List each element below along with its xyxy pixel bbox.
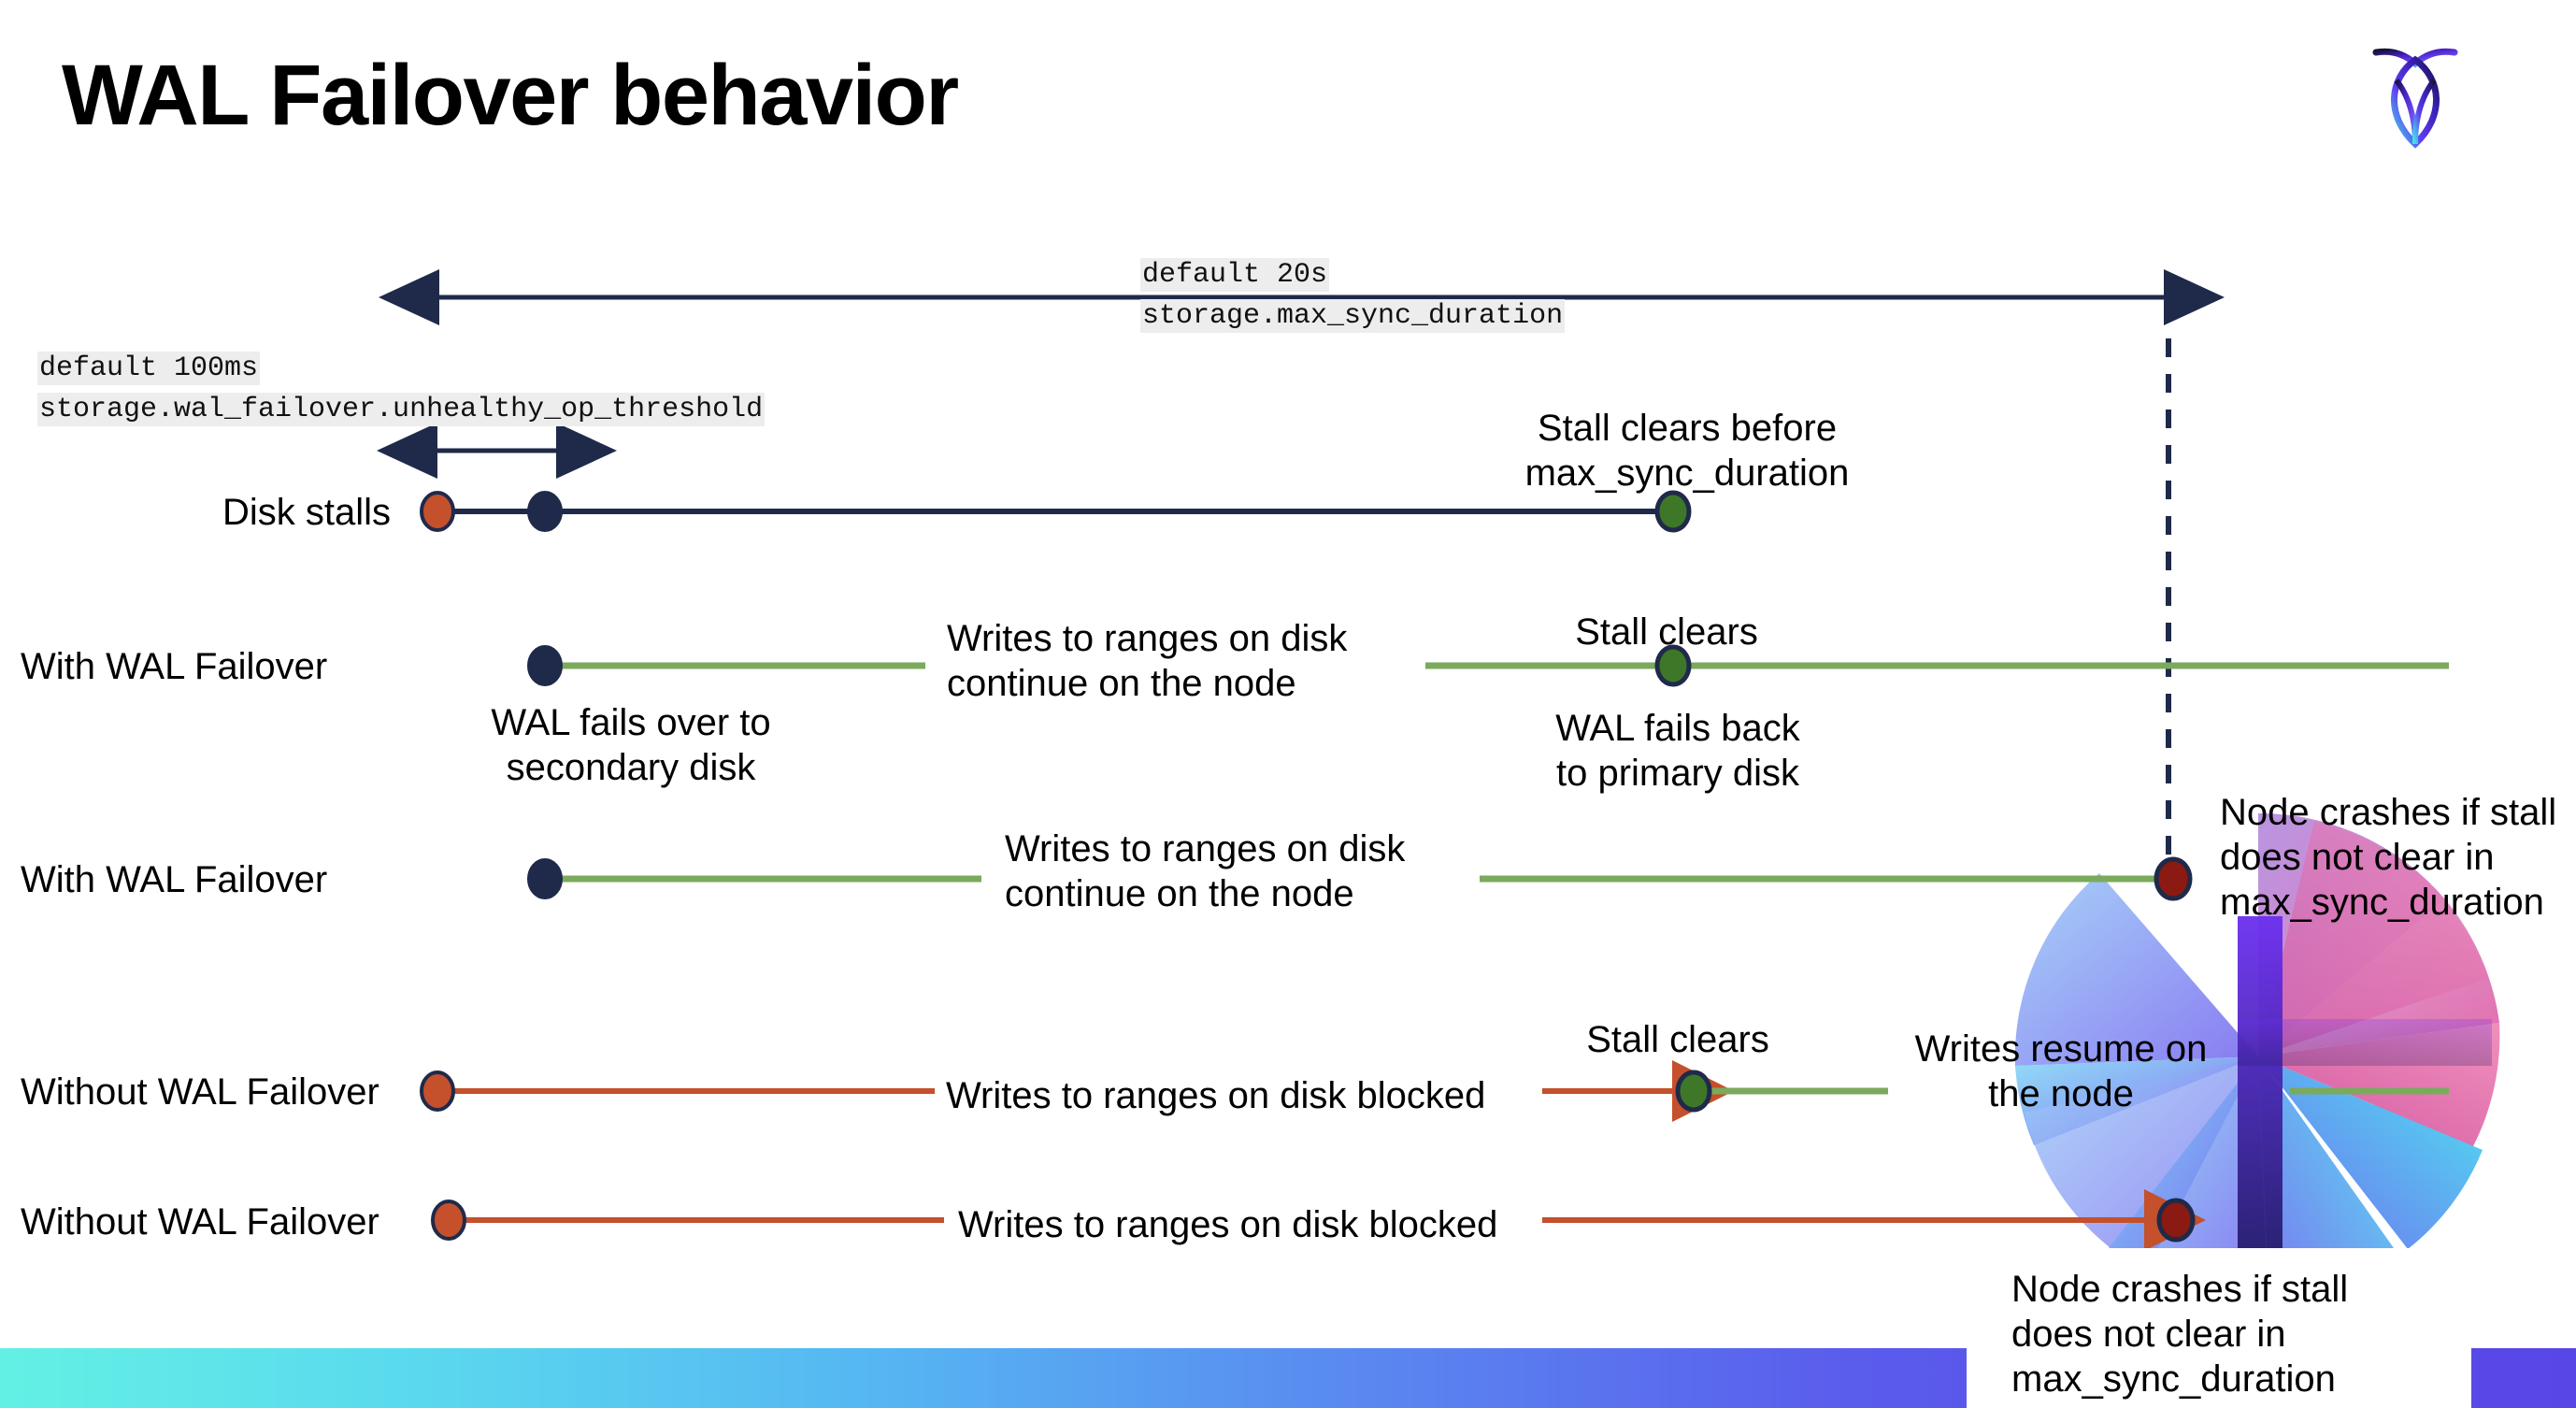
annotation-writes-continue-1: Writes to ranges on disk continue on the… bbox=[947, 618, 1348, 704]
node-crash-marker bbox=[2156, 1198, 2196, 1243]
wal-failover-marker bbox=[527, 645, 563, 686]
annotation-wal-fails-over: WAL fails over to secondary disk bbox=[491, 702, 771, 788]
row-disk-stalls-track bbox=[420, 490, 1692, 533]
annotation-stall-clears-4: Stall clears bbox=[1586, 1019, 1769, 1060]
annotation-node-crashes-1: Node crashes if stall does not clear in … bbox=[2220, 792, 2557, 923]
row-label-without-wal-failover-1: Without WAL Failover bbox=[21, 1071, 379, 1113]
unhealthy-op-setting-text: storage.wal_failover.unhealthy_op_thresh… bbox=[37, 393, 766, 426]
row-label-disk-stalls: Disk stalls bbox=[222, 492, 392, 533]
annotation-node-crashes-2: Node crashes if stall does not clear in … bbox=[2011, 1269, 2349, 1400]
unhealthy-op-threshold-config: default 100ms storage.wal_failover.unhea… bbox=[37, 348, 766, 430]
max-sync-duration-config: default 20s storage.max_sync_duration bbox=[1140, 254, 1566, 337]
stall-clear-marker bbox=[1675, 1070, 1712, 1113]
stall-start-marker bbox=[420, 1070, 455, 1112]
row-label-with-wal-failover-1: With WAL Failover bbox=[21, 646, 328, 687]
stall-clear-marker bbox=[1654, 490, 1692, 533]
row-label-without-wal-failover-2: Without WAL Failover bbox=[21, 1201, 379, 1243]
unhealthy-op-default-text: default 100ms bbox=[37, 352, 261, 385]
max-sync-setting-text: storage.max_sync_duration bbox=[1140, 299, 1566, 333]
page-title: WAL Failover behavior bbox=[62, 48, 959, 143]
max-sync-default-text: default 20s bbox=[1140, 258, 1330, 292]
row-label-with-wal-failover-2: With WAL Failover bbox=[21, 859, 328, 900]
stall-start-marker bbox=[431, 1200, 466, 1241]
stall-start-marker bbox=[420, 491, 455, 532]
cockroachdb-logo bbox=[2359, 28, 2471, 155]
row-with-wal-failover-1-track bbox=[527, 644, 2449, 687]
annotation-writes-resume: Writes resume on the node bbox=[1914, 1028, 2208, 1114]
annotation-wal-fails-back: WAL fails back to primary disk bbox=[1555, 708, 1800, 794]
wal-failover-marker bbox=[527, 491, 563, 532]
wal-failover-marker bbox=[527, 858, 563, 899]
annotation-writes-blocked-2: Writes to ranges on disk blocked bbox=[958, 1204, 1498, 1245]
annotation-stall-clears-2: Stall clears bbox=[1575, 611, 1758, 653]
annotation-writes-continue-2: Writes to ranges on disk continue on the… bbox=[1005, 828, 1406, 914]
node-crash-marker bbox=[2154, 856, 2193, 901]
callout-backplate bbox=[1967, 1248, 2471, 1408]
annotation-writes-blocked-1: Writes to ranges on disk blocked bbox=[946, 1075, 1486, 1116]
annotation-stall-clears-before: Stall clears before max_sync_duration bbox=[1524, 408, 1850, 494]
